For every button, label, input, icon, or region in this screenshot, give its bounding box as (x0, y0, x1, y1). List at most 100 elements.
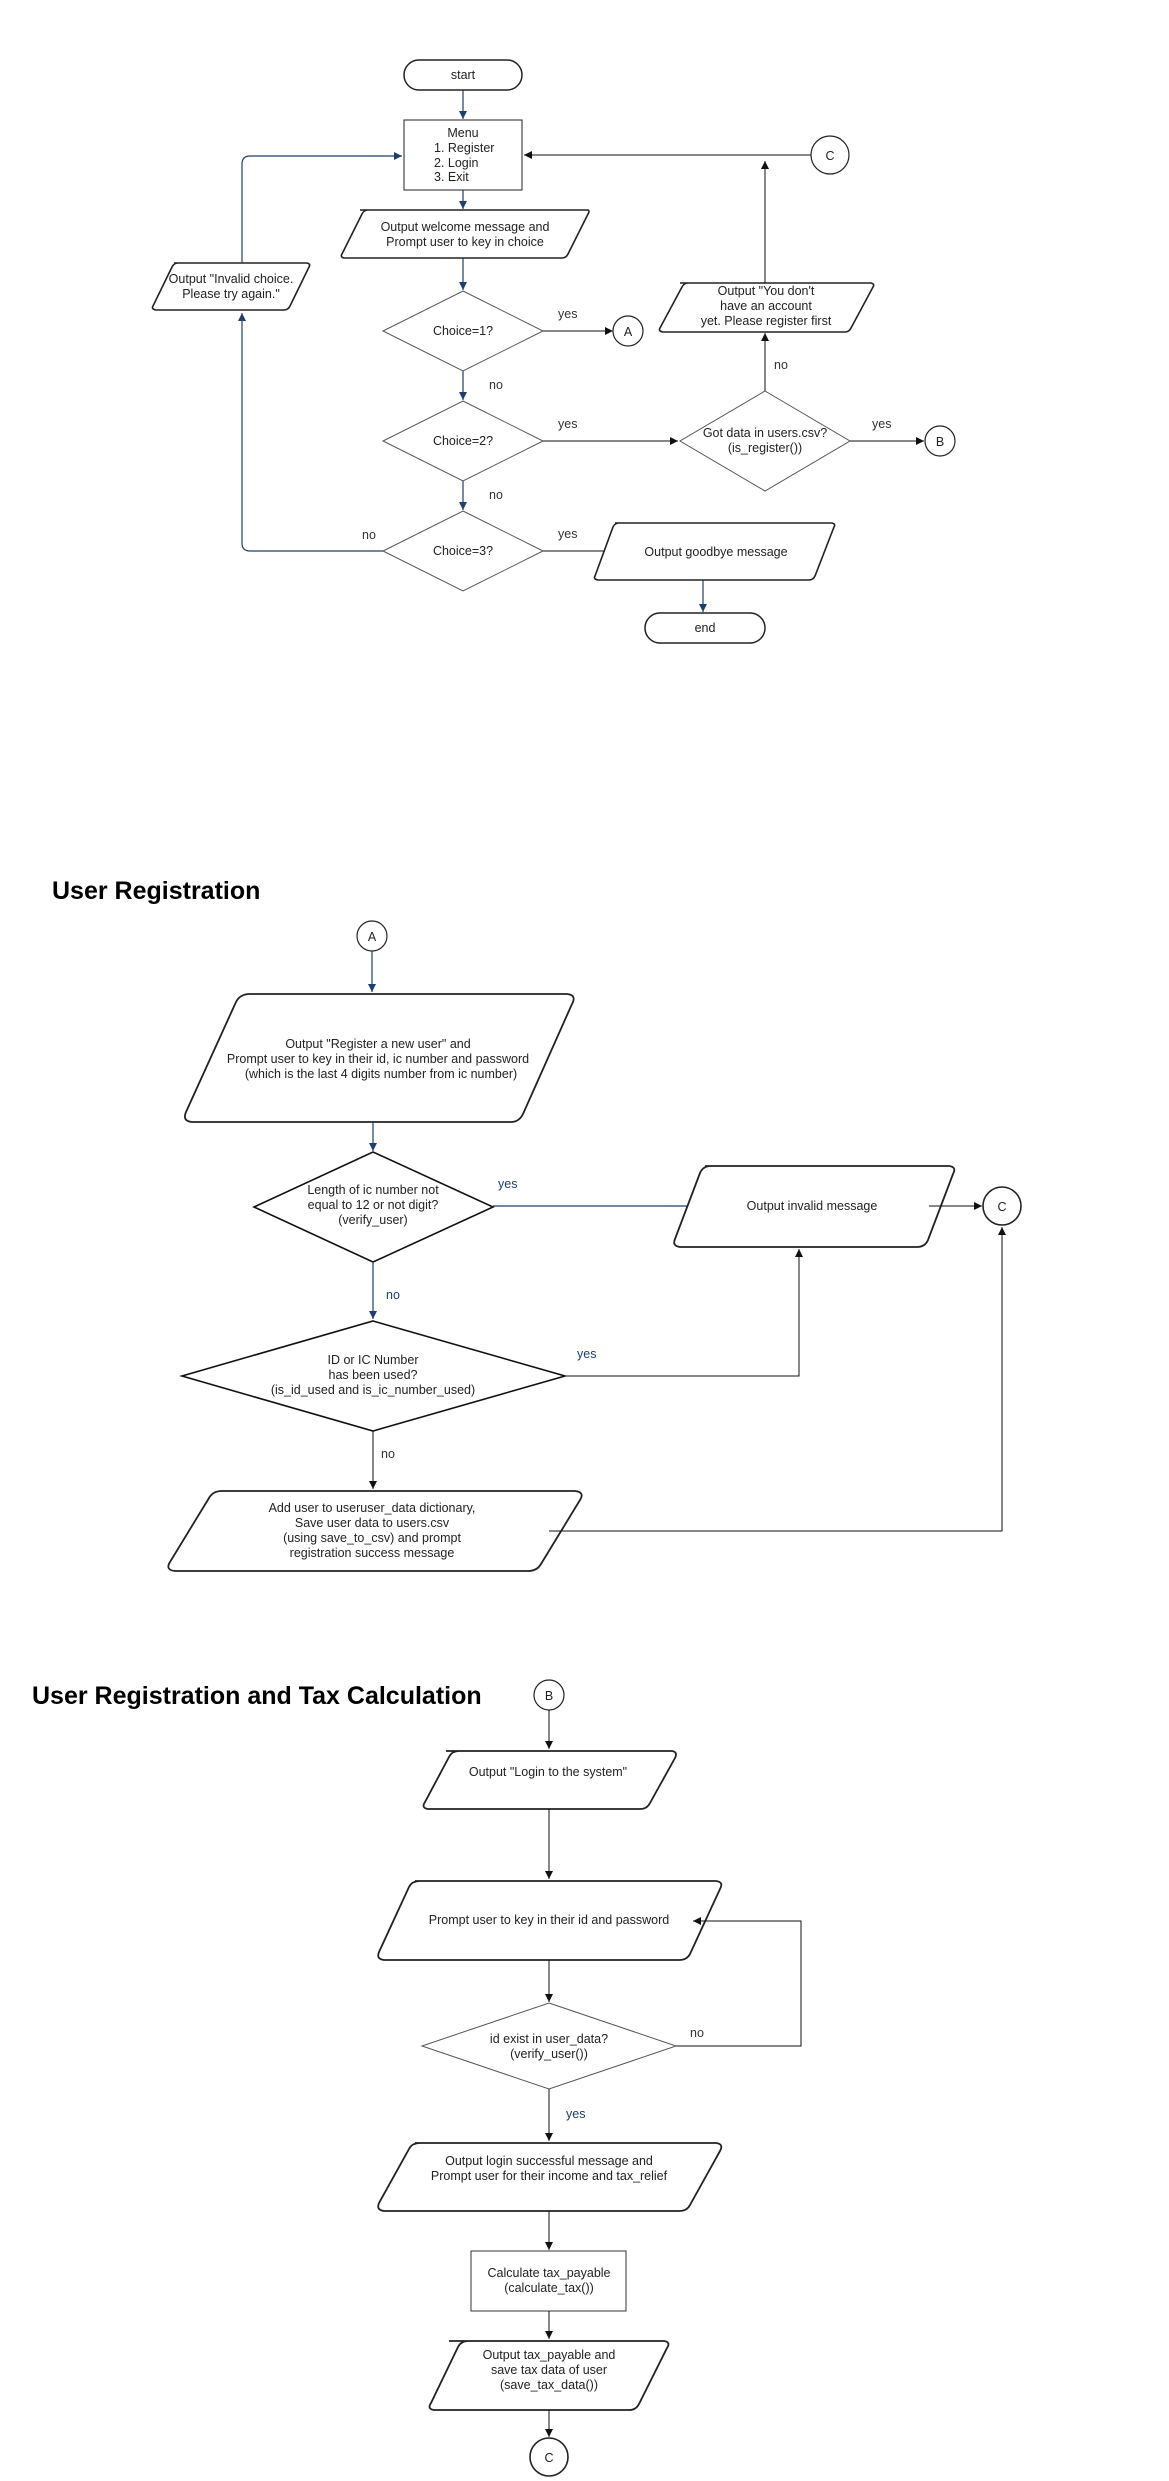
no-account-output: Output "You don't have an account yet. P… (658, 282, 875, 333)
id-exist-line-0: id exist in user_data? (490, 2032, 608, 2046)
connector-c-menu-label: C (825, 149, 834, 163)
calculate-tax-box: Calculate tax_payable (calculate_tax()) (470, 2250, 627, 2312)
tax-connector-b: B (533, 1679, 565, 1711)
edge-choice3-invalid (238, 313, 383, 552)
invalid-message-label: Output invalid message (747, 1199, 878, 1213)
login-success-line-1: Prompt user for their income and tax_rel… (431, 2169, 668, 2183)
registration-title: User Registration (52, 877, 260, 905)
menu-line-1: 1. Register (434, 141, 494, 155)
output-tax-line-0: Output tax_payable and (483, 2348, 616, 2362)
invalid-choice-output: Output "Invalid choice. Please try again… (151, 262, 311, 311)
registration-connector-c-label: C (997, 1200, 1006, 1214)
choice1-no-label: no (489, 378, 503, 392)
invalid-choice-line-0: Output "Invalid choice. (169, 272, 294, 286)
tax-connector-c: C (529, 2437, 569, 2477)
start-terminal: start (403, 59, 523, 91)
got-data-line-1: (is_register()) (728, 441, 802, 455)
tax-connector-b-label: B (545, 1689, 553, 1703)
add-user-line-0: Add user to useruser_data dictionary, (269, 1501, 476, 1515)
connector-b: B (924, 425, 956, 457)
gotdata-no-label: no (774, 358, 788, 372)
choice2-no-label: no (489, 488, 503, 502)
menu-line-3: 3. Exit (434, 170, 469, 184)
menu-line-0: Menu (447, 126, 478, 140)
used-check-line-0: ID or IC Number (328, 1353, 419, 1367)
used-check-line-1: has been used? (329, 1368, 418, 1382)
invalid-message-output: Output invalid message (673, 1165, 956, 1248)
no-account-line-1: have an account (720, 299, 812, 313)
goodbye-label: Output goodbye message (644, 545, 787, 559)
length-check-line-1: equal to 12 or not digit? (308, 1198, 439, 1212)
used-check-line-2: (is_id_used and is_ic_number_used) (271, 1383, 475, 1397)
used-yes-label: yes (577, 1347, 596, 1361)
id-exist-line-1: (verify_user()) (510, 2047, 588, 2061)
choice1-label: Choice=1? (433, 324, 493, 338)
invalid-choice-line-1: Please try again." (182, 287, 280, 301)
choice1-decision: Choice=1? (381, 290, 545, 372)
used-check-decision: ID or IC Number has been used? (is_id_us… (179, 1320, 568, 1432)
login-output-label: Output "Login to the system" (469, 1765, 627, 1779)
edge-idexist-no-loop (676, 1917, 802, 2047)
add-user-line-3: registration success message (290, 1546, 455, 1560)
got-data-line-0: Got data in users.csv? (703, 426, 827, 440)
calculate-line-0: Calculate tax_payable (488, 2266, 611, 2280)
login-output: Output "Login to the system" (422, 1750, 677, 1810)
tax-connector-c-label: C (544, 2451, 553, 2465)
output-tax-output: Output tax_payable and save tax data of … (428, 2340, 670, 2411)
tax-title: User Registration and Tax Calculation (32, 1682, 482, 1710)
register-line-1: Prompt user to key in their id, ic numbe… (227, 1052, 529, 1066)
gotdata-yes-label: yes (872, 417, 891, 431)
login-success-output: Output login successful message and Prom… (377, 2142, 723, 2212)
welcome-line-0: Output welcome message and (381, 220, 550, 234)
welcome-line-1: Prompt user to key in choice (386, 235, 544, 249)
no-account-line-0: Output "You don't (718, 284, 815, 298)
add-user-line-2: (using save_to_csv) and prompt (283, 1531, 461, 1545)
registration-connector-a-label: A (368, 930, 377, 944)
register-output: Output "Register a new user" and Prompt … (183, 993, 575, 1123)
goodbye-output: Output goodbye message (593, 522, 836, 581)
menu-box: Menu 1. Register 2. Login 3. Exit (403, 119, 523, 191)
id-exist-yes-label: yes (566, 2107, 585, 2121)
output-tax-line-1: save tax data of user (491, 2363, 607, 2377)
choice3-decision: Choice=3? (381, 510, 545, 592)
length-no-label: no (386, 1288, 400, 1302)
register-line-0: Output "Register a new user" and (285, 1037, 470, 1051)
end-label: end (695, 621, 716, 635)
choice1-yes-label: yes (558, 307, 577, 321)
used-no-label: no (381, 1447, 395, 1461)
no-account-line-2: yet. Please register first (701, 314, 832, 328)
choice3-yes-label: yes (558, 527, 577, 541)
id-exist-no-label: no (690, 2026, 704, 2040)
register-line-2: (which is the last 4 digits number from … (245, 1067, 517, 1081)
choice3-no-label: no (362, 528, 376, 542)
start-label: start (451, 68, 476, 82)
id-exist-decision: id exist in user_data? (verify_user()) (420, 2002, 678, 2090)
edge-invalid-menu (241, 152, 402, 263)
length-yes-label: yes (498, 1177, 517, 1191)
welcome-output: Output welcome message and Prompt user t… (340, 209, 590, 259)
length-check-line-2: (verify_user) (338, 1213, 407, 1227)
edge-add-c (549, 1227, 1006, 1532)
add-user-line-1: Save user data to users.csv (295, 1516, 450, 1530)
login-success-line-0: Output login successful message and (445, 2154, 653, 2168)
registration-connector-c: C (982, 1186, 1022, 1226)
connector-a: A (612, 315, 644, 347)
menu-flow: start Menu 1. Register 2. Login 3. Exit … (151, 59, 956, 644)
tax-flow: User Registration and Tax Calculation B … (32, 1679, 802, 2477)
prompt-credentials-output: Prompt user to key in their id and passw… (377, 1880, 723, 1961)
prompt-credentials-label: Prompt user to key in their id and passw… (429, 1913, 669, 1927)
menu-line-2: 2. Login (434, 156, 479, 170)
choice2-label: Choice=2? (433, 434, 493, 448)
length-check-decision: Length of ic number not equal to 12 or n… (252, 1151, 495, 1263)
calculate-line-1: (calculate_tax()) (504, 2281, 594, 2295)
choice2-decision: Choice=2? (381, 400, 545, 482)
got-data-decision: Got data in users.csv? (is_register()) (679, 390, 851, 492)
add-user-output: Add user to useruser_data dictionary, Sa… (167, 1490, 583, 1572)
end-terminal: end (644, 612, 766, 644)
choice2-yes-label: yes (558, 417, 577, 431)
registration-connector-a: A (356, 920, 388, 952)
output-tax-line-2: (save_tax_data()) (500, 2378, 598, 2392)
length-check-line-0: Length of ic number not (307, 1183, 439, 1197)
connector-c-menu: C (810, 135, 850, 175)
